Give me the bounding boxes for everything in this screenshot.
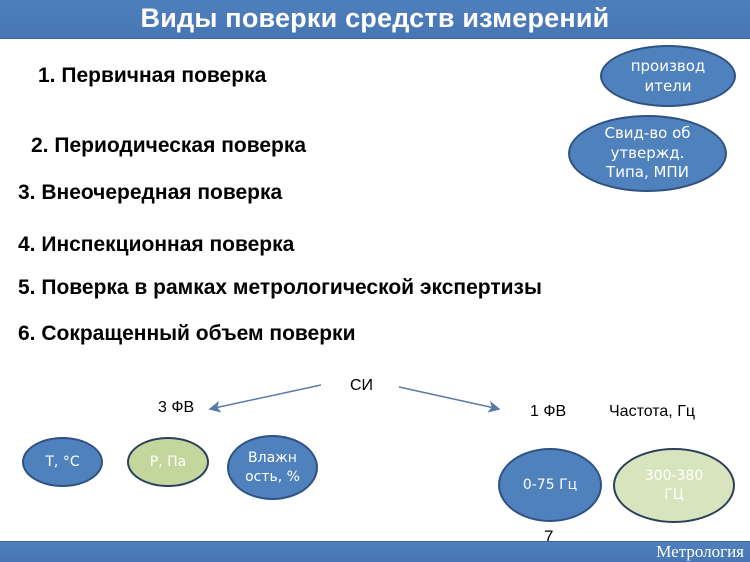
list-item-extraordinary: 3. Внеочередная поверка — [18, 181, 283, 204]
arrow-left — [208, 384, 322, 413]
list-item-reduced-scope: 6. Сокращенный объем поверки — [18, 322, 356, 345]
temperature-label: Т, °С — [45, 453, 80, 470]
low-frequency-label: 0-75 Гц — [522, 476, 578, 493]
pressure-label: Р, Па — [149, 453, 187, 470]
high-frequency-line2: ГЦ — [664, 486, 684, 503]
list-item-periodic: 2. Периодическая поверка — [31, 134, 307, 157]
certificate-ellipse: Свид-во об утвержд. Типа, МПИ — [568, 115, 727, 192]
list-item-inspection: 4. Инспекционная поверка — [18, 233, 295, 256]
right-branch-label: 1 ФВ — [530, 403, 567, 420]
certificate-line3: Типа, МПИ — [606, 163, 689, 182]
humidity-line1: Влажн — [248, 449, 297, 466]
manufacturers-ellipse: производ ители — [600, 45, 736, 107]
humidity-line2: ость, % — [245, 468, 300, 485]
list-item-metrological-expertise: 5. Поверка в рамках метрологической эксп… — [18, 276, 542, 299]
root-label-si: СИ — [350, 377, 374, 394]
certificate-line1: Свид-во об — [604, 124, 691, 143]
footer-brand: Метрология — [656, 542, 744, 561]
page-title: Виды поверки средств измерений — [140, 3, 610, 33]
pressure-ellipse: Р, Па — [127, 437, 209, 487]
manufacturers-line1: производ — [630, 56, 706, 75]
footer-bar: Метрология — [0, 541, 750, 562]
frequency-label: Частота, Гц — [609, 403, 696, 420]
certificate-line2: утвержд. — [610, 143, 685, 162]
high-frequency-ellipse: 300-380 ГЦ — [613, 448, 735, 523]
low-frequency-ellipse: 0-75 Гц — [498, 448, 602, 522]
left-branch-label: 3 ФВ — [158, 399, 195, 416]
high-frequency-line1: 300-380 — [644, 467, 704, 484]
temperature-ellipse: Т, °С — [22, 437, 103, 487]
list-item-primary: 1. Первичная поверка — [38, 64, 267, 87]
humidity-ellipse: Влажн ость, % — [227, 435, 318, 500]
manufacturers-line2: ители — [644, 77, 692, 95]
arrow-right — [398, 386, 501, 413]
page-number: 7 — [544, 527, 554, 546]
header-bar: Виды поверки средств измерений — [0, 0, 750, 39]
